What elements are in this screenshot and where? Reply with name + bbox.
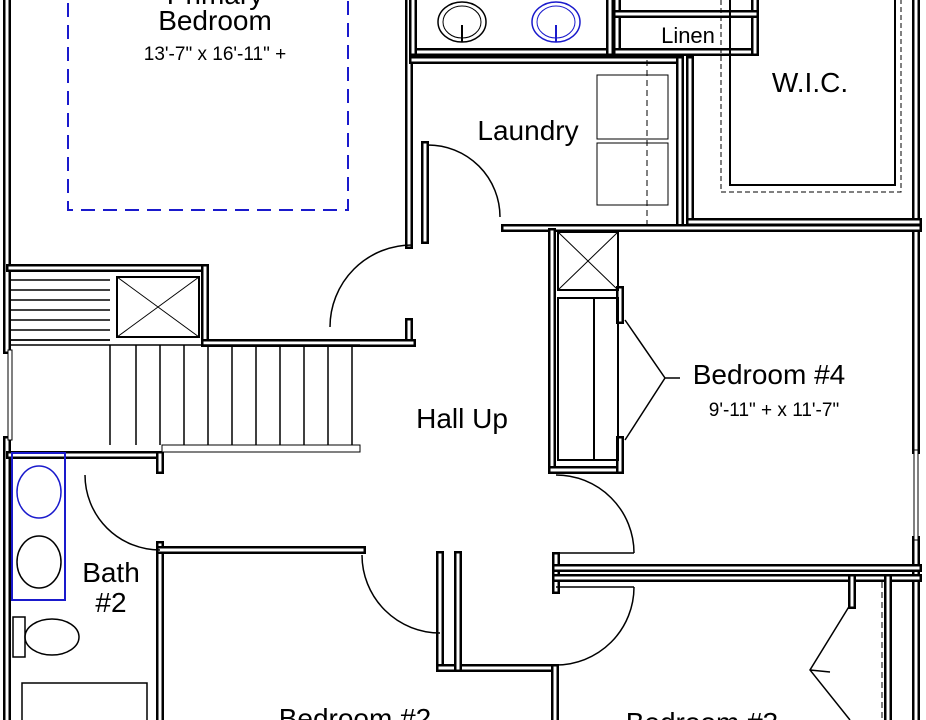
closet-box — [557, 231, 619, 291]
wic-label: W.I.C. — [772, 67, 848, 98]
walls — [3, 0, 922, 720]
primary-bedroom-size: 13'-7" x 16'-11" + — [144, 44, 286, 65]
laundry-label: Laundry — [477, 115, 578, 146]
window-right — [913, 449, 919, 541]
wic-dashed-outline — [720, 0, 902, 193]
bedroom4-label: Bedroom #4 — [693, 359, 846, 390]
bedroom2-label: Bedroom #2 — [279, 703, 432, 720]
staircase — [10, 279, 360, 445]
sink-icon — [16, 465, 62, 519]
wic-shelf — [729, 0, 896, 186]
washer-icon — [596, 74, 669, 140]
hall-label: Hall Up — [416, 403, 508, 434]
bedroom4-size: 9'-11" + x 11'-7" — [709, 400, 839, 421]
landing-box — [116, 276, 200, 338]
primary-bedroom-label: Primary — [167, 0, 263, 10]
primary-bedroom-outline — [67, 0, 349, 211]
primary-bedroom-label-2: Bedroom — [158, 5, 272, 36]
door-swings — [84, 144, 851, 720]
closet-shelf — [557, 297, 619, 461]
vanity — [11, 452, 66, 601]
bath2-label: Bath — [82, 557, 140, 588]
stair-railing — [161, 444, 361, 453]
sink-icon — [16, 535, 62, 589]
sink-icon — [437, 1, 487, 43]
toilet-icon — [12, 616, 80, 658]
linen-label: Linen — [661, 23, 715, 48]
window-left — [7, 349, 13, 441]
bathtub-icon — [21, 682, 148, 720]
sink-icon — [531, 1, 581, 43]
dryer-icon — [596, 142, 669, 206]
bath2-label-2: #2 — [95, 587, 126, 618]
bedroom3-label: Bedroom #3 — [626, 707, 779, 720]
